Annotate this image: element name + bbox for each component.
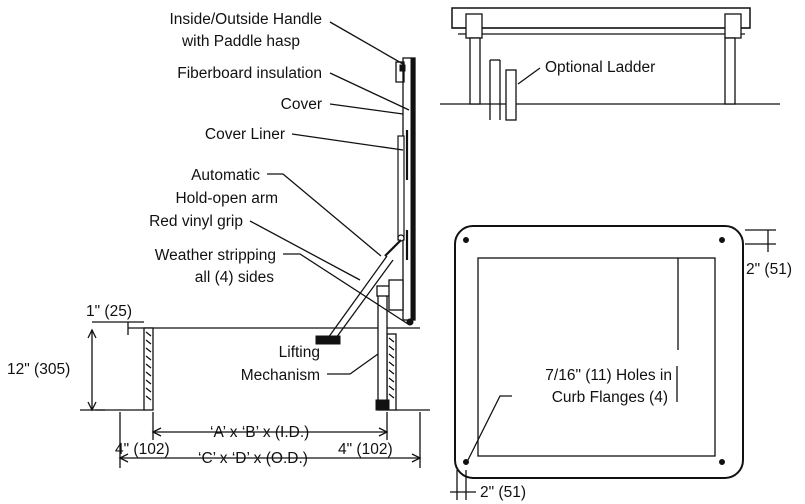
dim-left-flange: 4" (102) bbox=[115, 441, 170, 458]
dim-curb-height: 12" (305) bbox=[7, 361, 70, 378]
elevation-left-curb bbox=[469, 37, 481, 105]
label-cover: Cover bbox=[281, 96, 322, 113]
section-view: Inside/Outside Handle with Paddle hasp F… bbox=[7, 11, 430, 468]
elevation-cover bbox=[451, 7, 751, 29]
label-weather-1: Weather stripping bbox=[155, 247, 276, 264]
label-arm-2: Hold-open arm bbox=[175, 190, 278, 207]
handle-icon bbox=[395, 61, 405, 83]
lifting-strut-a bbox=[327, 255, 388, 339]
dim-flange-height: 1" (25) bbox=[86, 303, 132, 320]
flange-hole-icon bbox=[463, 459, 469, 465]
label-holes-2: Curb Flanges (4) bbox=[552, 389, 668, 406]
label-grip: Red vinyl grip bbox=[149, 213, 243, 230]
optional-ladder bbox=[505, 69, 517, 121]
leader-grip bbox=[249, 220, 361, 281]
label-arm-1: Automatic bbox=[191, 167, 260, 184]
holes-label-bg bbox=[512, 360, 674, 406]
elevation-right-curb bbox=[724, 37, 736, 105]
label-handle-1: Inside/Outside Handle bbox=[169, 11, 322, 28]
flange-hole-icon bbox=[719, 459, 725, 465]
left-curb-wall bbox=[143, 327, 154, 411]
dim-right-flange: 4" (102) bbox=[338, 441, 393, 458]
hold-open-arm-slot bbox=[397, 135, 405, 241]
plan-curb-opening bbox=[477, 257, 716, 457]
dim-plan-bottom-offset: 2" (51) bbox=[480, 484, 526, 501]
elevation-right-hinge bbox=[724, 13, 742, 39]
label-insulation: Fiberboard insulation bbox=[177, 65, 322, 82]
leader-lifting bbox=[327, 353, 379, 375]
hinge-bracket bbox=[388, 279, 404, 311]
lifting-strut-b bbox=[335, 259, 394, 339]
dim-inside-size: ‘A’ x ‘B’ x (I.D.) bbox=[210, 424, 309, 441]
hold-open-arm bbox=[384, 239, 402, 257]
label-lifting-2: Mechanism bbox=[241, 367, 320, 384]
leader-holes bbox=[467, 366, 678, 461]
leader-arm bbox=[267, 173, 382, 257]
paddle-hasp bbox=[399, 64, 406, 72]
leader-insulation bbox=[329, 72, 410, 111]
dim-outside-size: ‘C’ x ‘D’ x (O.D.) bbox=[198, 450, 308, 467]
leader-handle bbox=[329, 21, 404, 65]
label-weather-2: all (4) sides bbox=[195, 269, 274, 286]
label-holes-1: 7/16" (11) Holes in bbox=[545, 367, 672, 384]
flange-hole-icon bbox=[463, 237, 469, 243]
leader-liner bbox=[291, 133, 404, 151]
flange-hole-icon bbox=[719, 237, 725, 243]
label-cover-liner: Cover Liner bbox=[205, 126, 285, 143]
elevation-view: Optional Ladder bbox=[440, 7, 780, 121]
weather-stripping bbox=[406, 318, 414, 326]
right-curb-insulation bbox=[388, 337, 395, 399]
dim-arrow-down bbox=[87, 401, 97, 412]
lifting-mechanism-base bbox=[375, 399, 390, 411]
cover-outer-skin bbox=[410, 57, 416, 321]
red-vinyl-grip bbox=[315, 335, 341, 345]
leader-weather bbox=[283, 253, 409, 325]
left-curb-insulation bbox=[145, 331, 152, 401]
dim-plan-top-offset: 2" (51) bbox=[746, 261, 792, 278]
leader-cover bbox=[329, 103, 404, 115]
label-lifting-1: Lifting bbox=[279, 344, 320, 361]
dim-arrow-up bbox=[87, 328, 97, 339]
label-handle-2: with Paddle hasp bbox=[181, 33, 300, 50]
label-ladder: Optional Ladder bbox=[545, 59, 655, 76]
leader-ladder bbox=[517, 67, 541, 85]
plan-view: 2" (51) 2" (51) 7/16" (11) Holes in Curb… bbox=[450, 225, 792, 501]
elevation-left-hinge bbox=[465, 13, 483, 39]
